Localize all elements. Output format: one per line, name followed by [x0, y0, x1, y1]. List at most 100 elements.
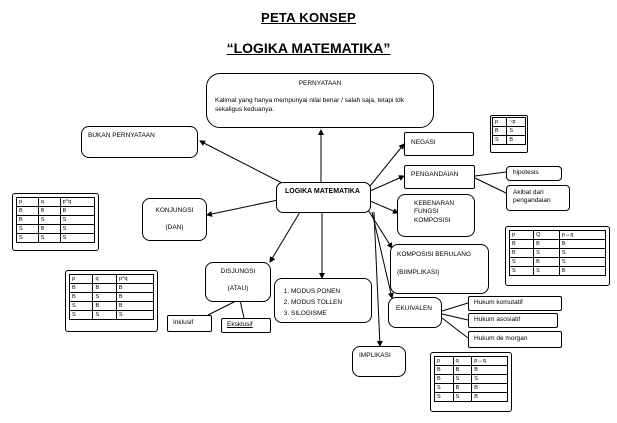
table-cell: ~p [506, 117, 526, 127]
table-cell: S [558, 248, 607, 258]
table-cell: S [92, 292, 117, 302]
table-cell: B [434, 365, 454, 375]
table-cell: B [558, 266, 607, 276]
table-cell: S [59, 215, 96, 225]
table-cell: B [92, 283, 117, 293]
table-cell: B [471, 383, 508, 393]
table-cell: B [115, 301, 155, 311]
line-disjungsi-inklusif [207, 299, 239, 316]
table-cell: S [92, 310, 117, 320]
pernyataan-title: PERNYATAAN [298, 80, 342, 87]
arrow-to-komposisi [367, 209, 393, 249]
table-cell: S [37, 233, 61, 243]
table-cell: B [471, 392, 508, 402]
table-cell: S [508, 266, 535, 276]
silogisme: SILOGISME [291, 308, 371, 319]
table-cell: B [434, 374, 454, 384]
table-cell: p [508, 230, 535, 240]
table-cell: q [92, 274, 117, 284]
table-cell: B [37, 206, 61, 216]
line-disjungsi-eksklusif [239, 299, 245, 319]
arrow-to-kebenaran [369, 200, 399, 214]
inklusif-node: Inklusif [167, 315, 212, 332]
table-cell: S [506, 126, 526, 136]
table-cell: S [533, 266, 560, 276]
modus-node: MODUS PONEN MODUS TOLLEN SILOGISME [274, 278, 372, 323]
table-cell: S [16, 233, 39, 243]
modus-tollen: MODUS TOLLEN [291, 297, 371, 308]
table-cell: B [59, 206, 96, 216]
table-cell: B [506, 135, 526, 145]
line-pengandaian-akibat [474, 177, 507, 194]
komutatif-label: Hukum komutatif [474, 299, 523, 306]
negasi-node: NEGASI [404, 132, 474, 156]
line-ekuivalen-demorgan [441, 317, 469, 339]
table-cell: S [434, 392, 454, 402]
table-cell: S [452, 374, 473, 384]
hipotesis-node: hipotesis [506, 166, 562, 181]
table-cell: B [37, 224, 61, 234]
table-cell: B [115, 283, 155, 293]
table-cell: B [16, 206, 39, 216]
komposisi-berulang-node: KOMPOSISI BERULANG (BIIMPLIKASI) [390, 244, 489, 294]
table-cell: S [37, 215, 61, 225]
kebenaran-label: KEBENARAN FUNGSI KOMPOSISI [414, 200, 455, 224]
pernyataan-node: PERNYATAAN Kalimat yang hanya mempunyai … [206, 73, 434, 128]
logika-matematika-node: LOGIKA MATEMATIKA [276, 182, 371, 213]
table-cell: S [533, 248, 560, 258]
disjungsi-node: DISJUNGSI (ATAU) [205, 262, 271, 302]
bukan-pernyataan-node: BUKAN PERNYATAAN [81, 126, 198, 158]
table-cell: B [471, 365, 508, 375]
pengandaian-label: PENGANDAIAN [411, 171, 459, 178]
table-cell: S [508, 257, 535, 267]
table-cell: q [452, 356, 473, 366]
table-cell: p^q [115, 274, 155, 284]
table-header-row: p~p [491, 117, 526, 127]
table-cell: S [16, 224, 39, 234]
arrow-to-pengandaian [369, 175, 405, 192]
table-cell: S [452, 392, 473, 402]
konjungsi-sub: (DAN) [165, 224, 184, 232]
implikasi-node: IMPLIKASI [352, 346, 406, 377]
table-cell: Q [533, 230, 560, 240]
table-cell: B [533, 257, 560, 267]
table-cell: p→q [471, 356, 508, 366]
table-cell: p [491, 117, 508, 127]
pernyataan-definition: Kalimat yang hanya mempunyai nilai benar… [215, 97, 404, 113]
table-cell: S [59, 224, 96, 234]
asosiatif-node: Hukum asosiatif [468, 313, 558, 328]
disjungsi-sub: (ATAU) [227, 285, 249, 293]
arrow-to-implikasi [373, 211, 383, 347]
table-cell: B [16, 215, 39, 225]
modus-ponen: MODUS PONEN [291, 286, 371, 297]
komutatif-node: Hukum komutatif [468, 296, 562, 311]
pengandaian-node: PENGANDAIAN [404, 165, 475, 189]
eksklusif-node: Eksklusif [221, 318, 271, 333]
arrow-to-negasi [369, 143, 405, 187]
arrow-to-bukan [199, 140, 283, 184]
demorgan-label: Hukum de morgan [474, 335, 528, 342]
table-cell: B [533, 239, 560, 249]
